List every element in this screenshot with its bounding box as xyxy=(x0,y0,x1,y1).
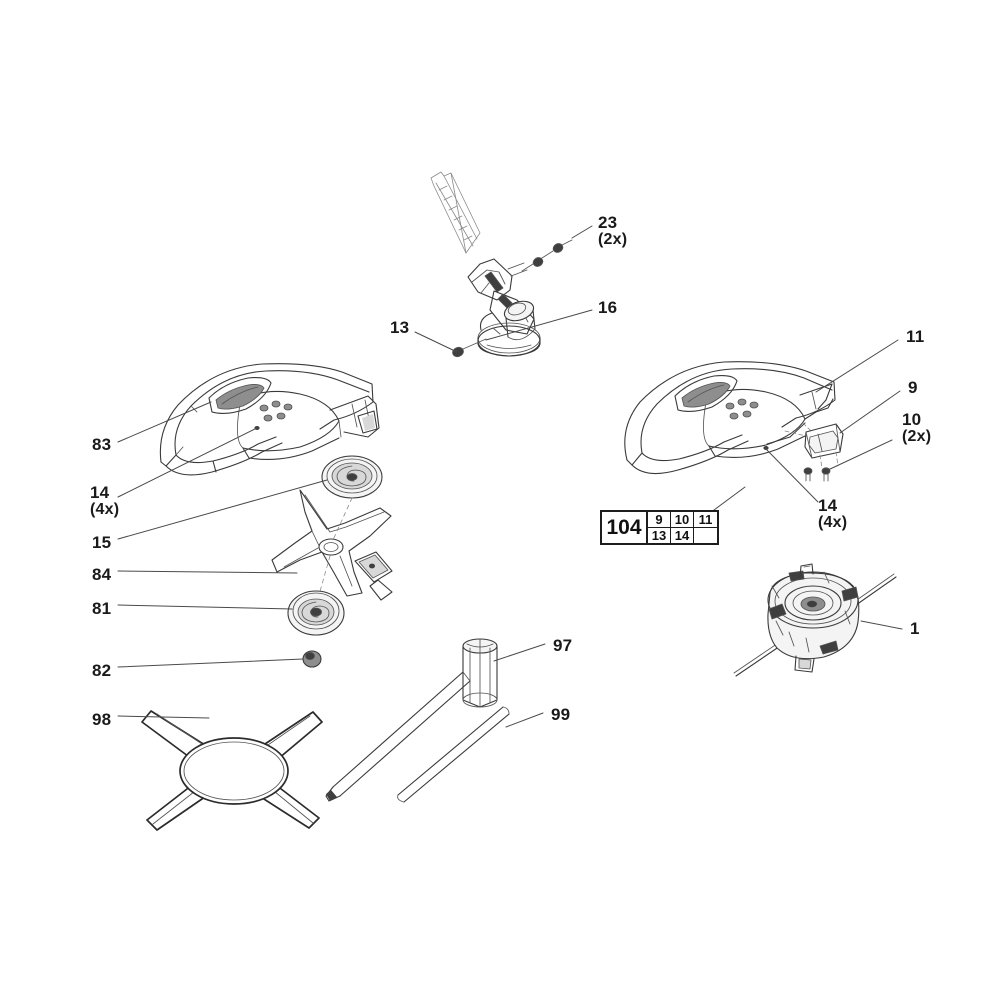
kit-parts-grid: 9 10 11 13 14 xyxy=(648,512,717,543)
part-9-mounting-bracket xyxy=(804,423,844,469)
callout-10: 10 (2x) xyxy=(902,411,931,446)
part-23-bolts xyxy=(521,239,573,272)
part-83-left-shroud-cover xyxy=(159,363,380,476)
callout-1-number: 1 xyxy=(910,619,920,638)
callout-11: 11 xyxy=(906,328,924,346)
callout-14-right-qty: (4x) xyxy=(818,513,848,531)
leader-98 xyxy=(117,715,210,719)
leader-9 xyxy=(839,390,901,434)
leader-99 xyxy=(505,712,544,728)
callout-11-number: 11 xyxy=(906,327,925,346)
callout-84-number: 84 xyxy=(92,565,112,584)
callout-98: 98 xyxy=(92,711,111,729)
part-98-x-frame-plate xyxy=(141,710,323,831)
callout-99-number: 99 xyxy=(551,705,571,724)
callout-16-number: 16 xyxy=(598,298,618,317)
callout-14-left-number: 14 xyxy=(90,483,110,502)
part-97-hex-socket-tube xyxy=(325,638,498,802)
part-13-screw xyxy=(452,338,487,358)
service-kit-callout-box: 104 9 10 11 13 14 xyxy=(600,510,719,545)
callout-23-number: 23 xyxy=(598,213,618,232)
leader-83 xyxy=(117,401,212,443)
part-15-spiral-washer-upper xyxy=(321,455,383,499)
leader-14-right xyxy=(765,448,819,503)
callout-14-right-number: 14 xyxy=(818,496,838,515)
callout-14-right: 14 (4x) xyxy=(818,497,847,532)
callout-23: 23 (2x) xyxy=(598,214,627,249)
kit-cell-r2c3 xyxy=(694,528,717,543)
leader-82 xyxy=(117,658,304,668)
kit-cell-r2c1: 13 xyxy=(648,528,671,543)
callout-9-number: 9 xyxy=(908,378,918,397)
leader-23 xyxy=(571,225,593,239)
kit-cell-r2c2: 14 xyxy=(671,528,694,543)
kit-number-104: 104 xyxy=(602,512,648,543)
callout-97: 97 xyxy=(553,637,572,655)
leader-14-left xyxy=(117,427,258,498)
callout-14-left: 14 (4x) xyxy=(90,484,119,519)
callout-23-qty: (2x) xyxy=(598,230,628,248)
callout-98-number: 98 xyxy=(92,710,112,729)
callout-97-number: 97 xyxy=(553,636,573,655)
part-82-lock-nut xyxy=(302,650,322,668)
leader-13 xyxy=(414,331,458,353)
callout-10-number: 10 xyxy=(902,410,922,429)
callout-13: 13 xyxy=(390,319,409,337)
callout-10-qty: (2x) xyxy=(902,427,932,445)
callout-81: 81 xyxy=(92,600,111,618)
callout-81-number: 81 xyxy=(92,599,112,618)
kit-parts-row-2: 13 14 xyxy=(648,528,717,543)
kit-cell-r1c1: 9 xyxy=(648,512,671,528)
leader-15 xyxy=(117,479,328,540)
leader-16 xyxy=(485,309,593,341)
callout-14-left-qty: (4x) xyxy=(90,500,120,518)
part-1-trimmer-head-assembly xyxy=(733,563,897,677)
part-99-straight-rod xyxy=(397,706,510,803)
part-81-spiral-washer-lower xyxy=(287,590,345,636)
callout-82-number: 82 xyxy=(92,661,112,680)
callout-99: 99 xyxy=(551,706,570,724)
leader-97 xyxy=(493,643,546,662)
part-shaft-bar xyxy=(430,171,481,254)
kit-parts-row-1: 9 10 11 xyxy=(648,512,717,528)
leader-81 xyxy=(117,604,293,610)
callout-15-number: 15 xyxy=(92,533,112,552)
kit-cell-r1c3: 11 xyxy=(694,512,717,528)
callout-82: 82 xyxy=(92,662,111,680)
kit-cell-r1c2: 10 xyxy=(671,512,694,528)
part-10-screws xyxy=(803,467,831,482)
callout-1: 1 xyxy=(910,620,920,638)
part-84-blade-spider xyxy=(271,489,393,603)
callout-13-number: 13 xyxy=(390,318,410,337)
callout-84: 84 xyxy=(92,566,111,584)
callout-83-number: 83 xyxy=(92,435,112,454)
callout-83: 83 xyxy=(92,436,111,454)
callout-9: 9 xyxy=(908,379,918,397)
callout-16: 16 xyxy=(598,299,617,317)
leader-104 xyxy=(713,486,746,511)
leader-11 xyxy=(815,339,899,393)
part-right-shroud-cover xyxy=(624,361,836,475)
part-16-pivot-motor-housing xyxy=(467,258,541,357)
callout-15: 15 xyxy=(92,534,111,552)
leader-84 xyxy=(117,570,298,574)
leader-1 xyxy=(860,620,903,630)
leader-10 xyxy=(827,439,893,471)
